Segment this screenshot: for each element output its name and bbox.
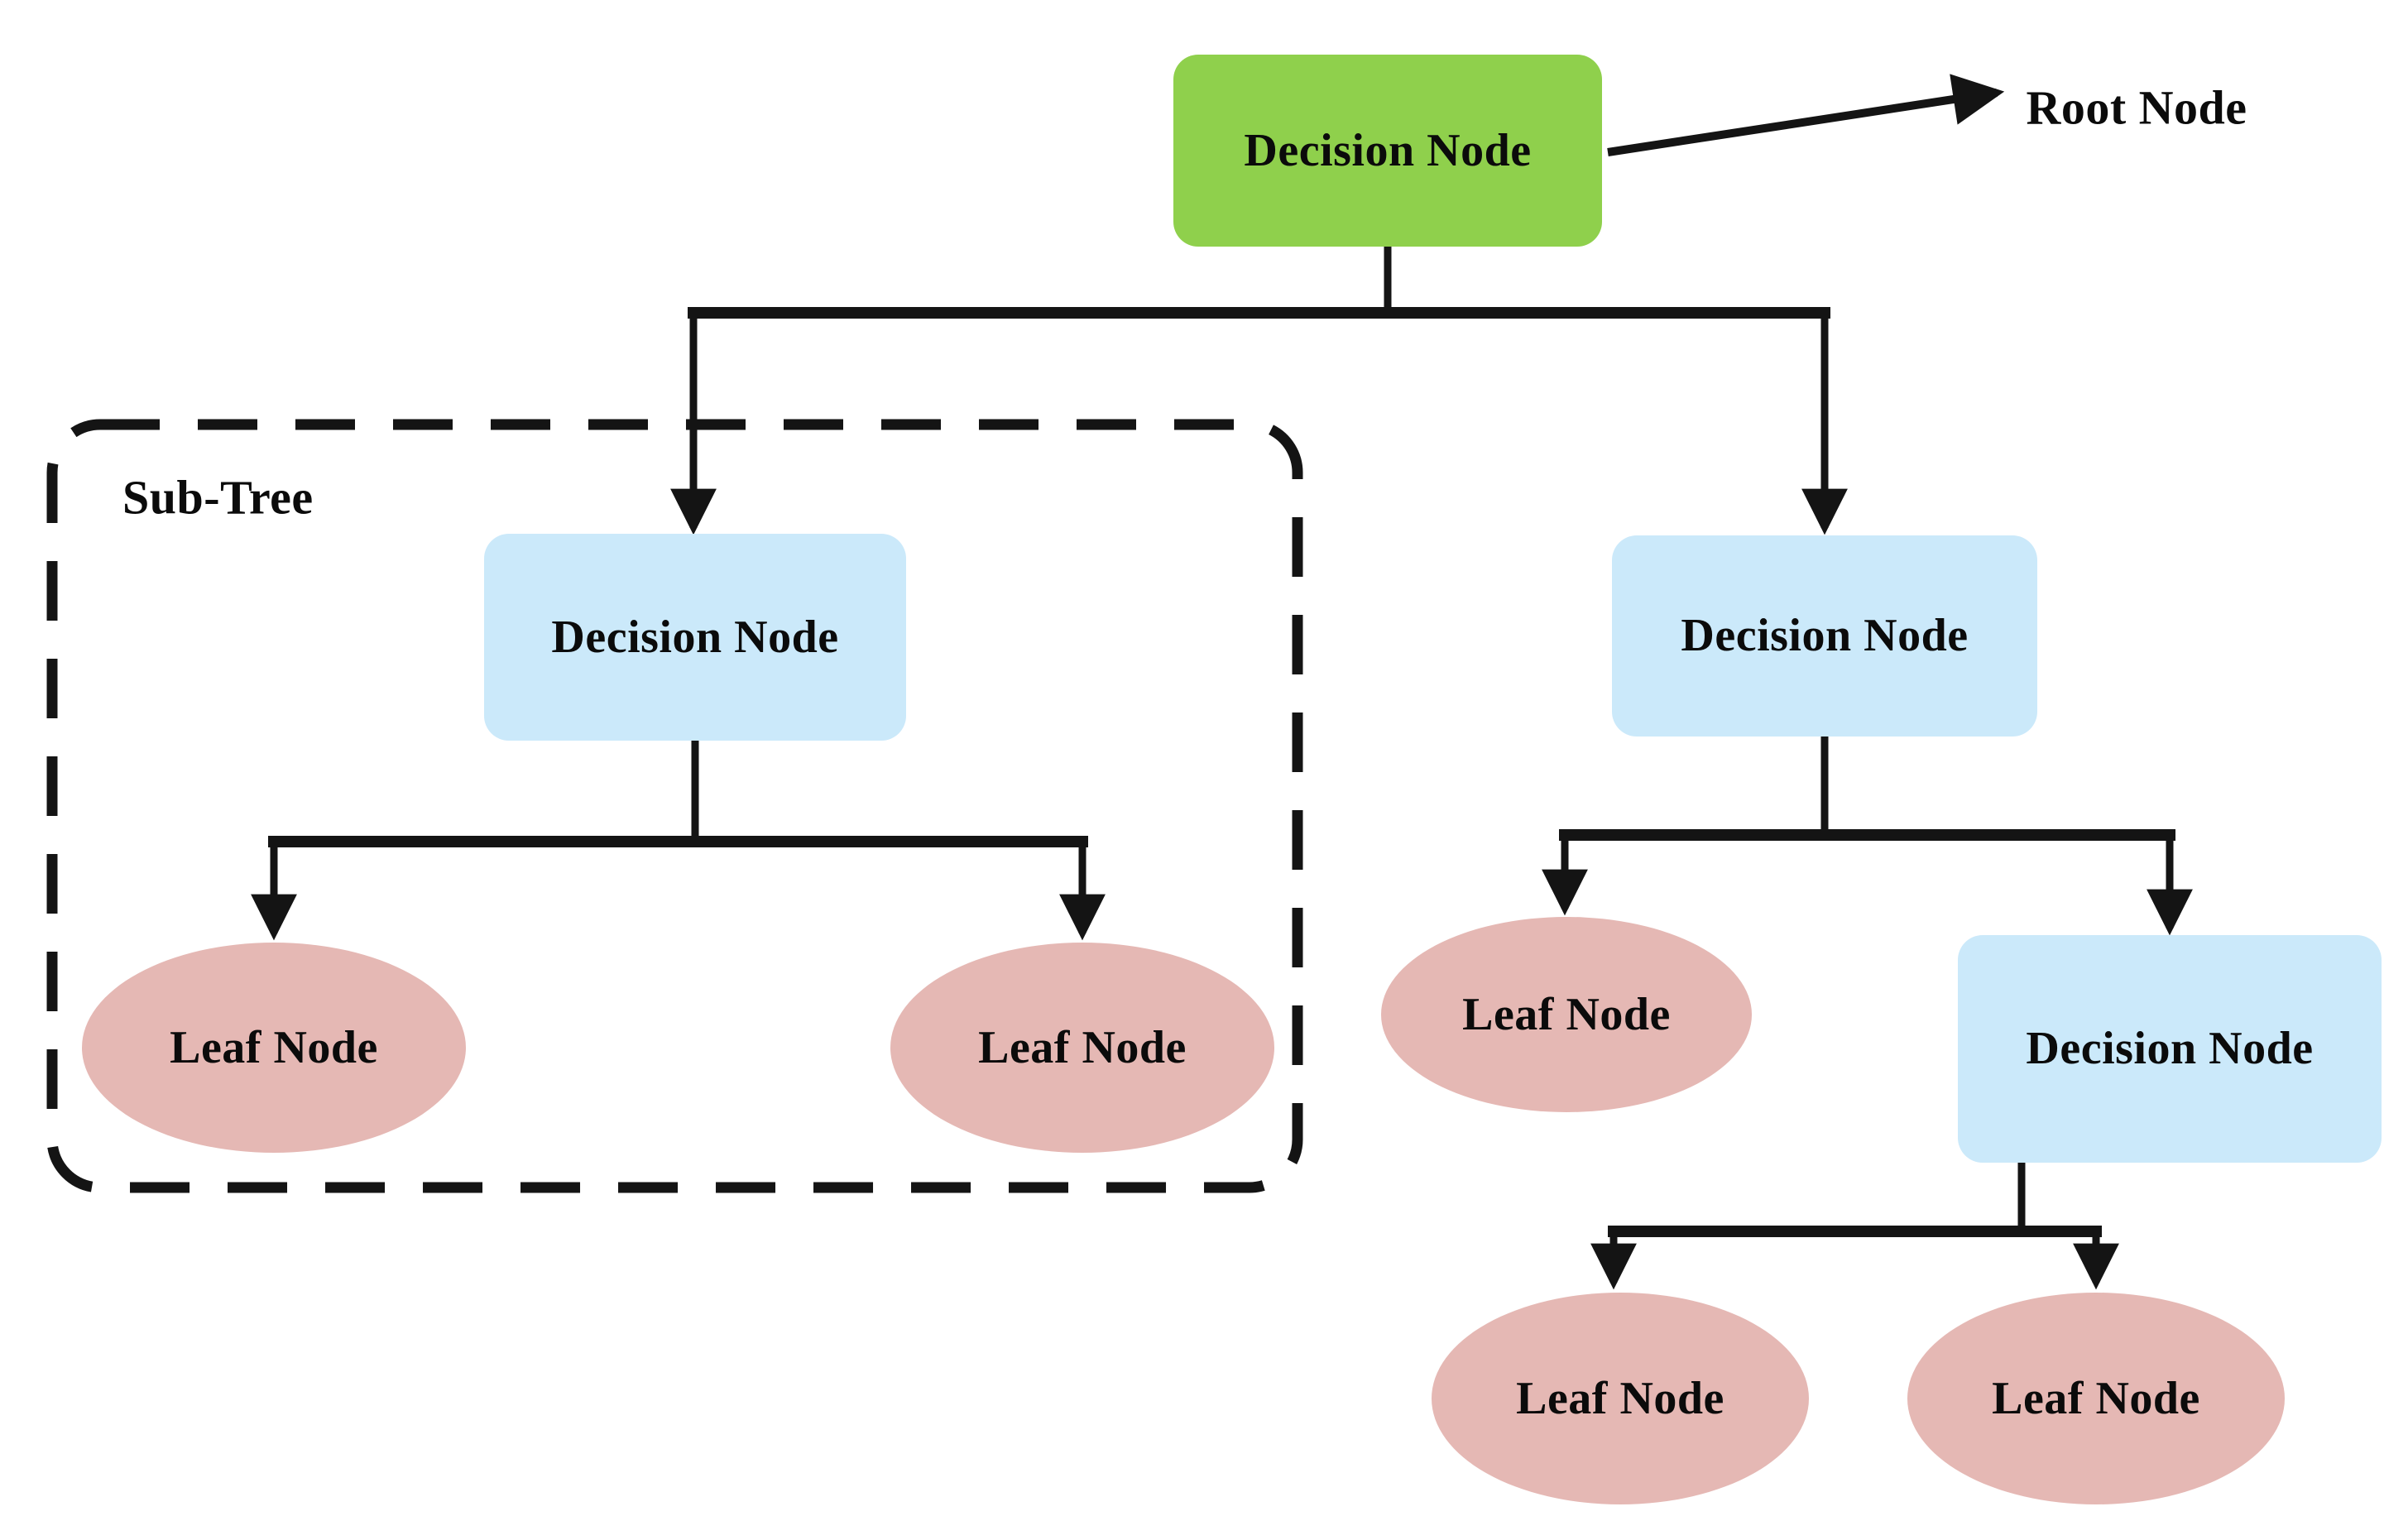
root-decision-node-label: Decision Node (1244, 125, 1532, 176)
bottom-leaf-right-shape (1907, 1293, 2285, 1504)
connectors (251, 74, 2193, 1290)
grandchild-decision-node-shape (1958, 935, 2382, 1163)
subtree-leaf-left-shape (82, 943, 466, 1153)
grandchild-decision-node-label: Decision Node (2026, 1023, 2314, 1074)
root-node-annotation-label: Root Node (2026, 80, 2247, 135)
subtree-leaf-right-shape (890, 943, 1274, 1153)
root-annotation-arrow (1607, 74, 2005, 156)
bottom-leaf-left-shape (1432, 1293, 1809, 1504)
bottom-leaf-left-label: Leaf Node (1516, 1373, 1724, 1424)
root-decision-node-shape (1173, 55, 1602, 247)
right-decision-node-label: Decision Node (1681, 610, 1969, 661)
right-decision-node-shape (1612, 535, 2037, 737)
left-decision-node-label: Decision Node (551, 612, 839, 663)
left-decision-node-shape (484, 534, 906, 741)
subtree-leaf-left-label: Leaf Node (170, 1022, 378, 1073)
subtree-leaf-right-label: Leaf Node (978, 1022, 1187, 1073)
subtree-label: Sub-Tree (122, 470, 314, 525)
right-subtree-leaf-label: Leaf Node (1462, 989, 1671, 1040)
right-subtree-leaf-shape (1381, 917, 1752, 1112)
subtree-dashed-box (46, 419, 1303, 1193)
bottom-leaf-right-label: Leaf Node (1992, 1373, 2200, 1424)
